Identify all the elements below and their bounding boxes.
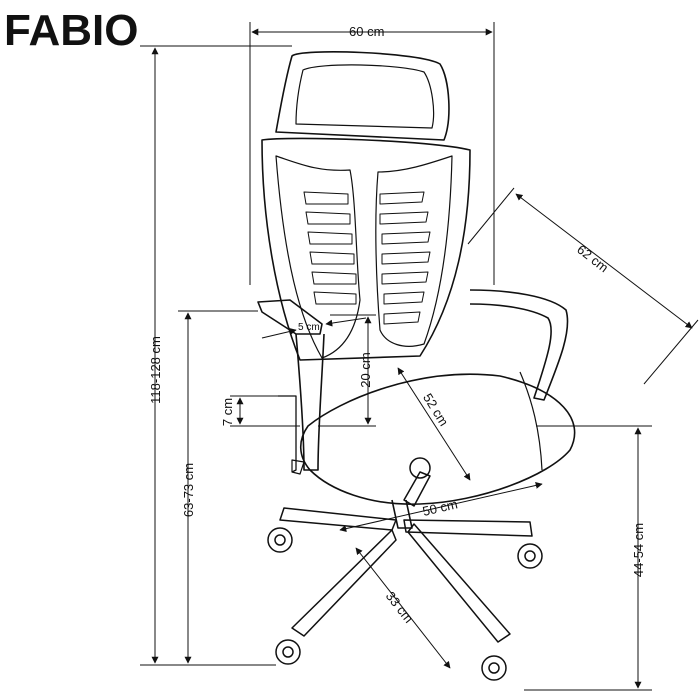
armrest-left-lower — [278, 395, 297, 473]
armrest-to-seat-label: 20 cm — [358, 352, 373, 387]
seat-width-label: 50 cm — [421, 496, 459, 519]
seat-edge — [519, 371, 543, 471]
casters — [267, 457, 543, 681]
armrest-left-bracket — [291, 459, 305, 475]
total-height-label: 118-128 cm — [148, 336, 163, 404]
backrest-slats-right — [379, 191, 431, 325]
armrest-right — [469, 289, 569, 401]
armrest-width-label: 5 cm — [298, 322, 320, 333]
backrest-slats-left — [303, 191, 357, 305]
armrest-height-label: 63-73 cm — [181, 463, 196, 517]
width-label: 60 cm — [349, 24, 384, 39]
dimension-lines — [140, 22, 699, 691]
seat-height-label: 44-54 cm — [631, 523, 646, 577]
backrest-mesh-right — [375, 155, 453, 347]
headrest-inner — [295, 64, 435, 129]
backrest-frame — [261, 137, 471, 361]
armrest-adjust-label: 7 cm — [220, 398, 235, 426]
chair-outline — [257, 51, 576, 681]
depth-label: 62 cm — [574, 242, 611, 276]
armrest-left-support — [295, 333, 325, 471]
product-title: FABIO — [4, 6, 139, 55]
headrest — [275, 51, 450, 141]
seat — [299, 373, 576, 505]
armrest-left-pad — [257, 299, 323, 335]
backrest-mesh-left — [275, 155, 361, 359]
base-radius-label: 33 cm — [383, 589, 417, 626]
